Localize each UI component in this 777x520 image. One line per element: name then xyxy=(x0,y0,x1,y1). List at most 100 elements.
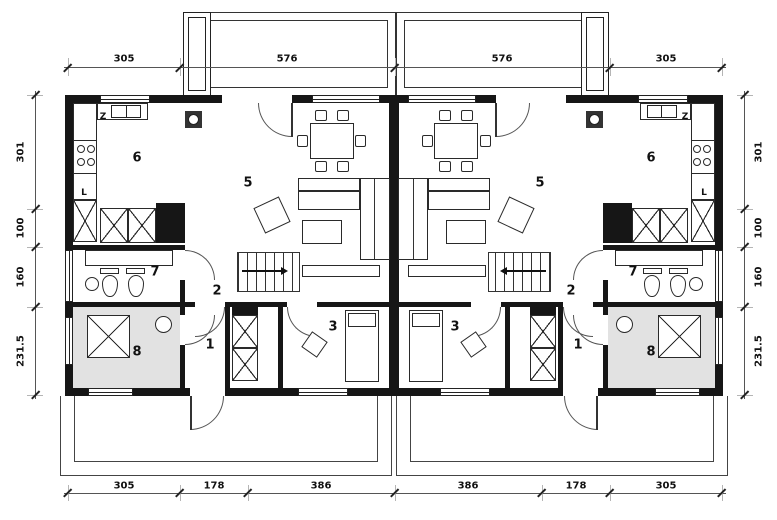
wall-room1-right xyxy=(558,307,563,388)
stairs xyxy=(237,252,300,292)
extension-line xyxy=(180,485,181,501)
room-label-8: 8 xyxy=(132,344,142,360)
pouf xyxy=(460,331,487,358)
terrace-left-outline xyxy=(60,396,392,476)
room-label-5: 5 xyxy=(243,175,253,191)
dim-label-bottom-1: 305 xyxy=(111,480,137,492)
chair xyxy=(422,135,433,147)
bath-door-arc xyxy=(185,250,215,280)
sofa-back xyxy=(428,178,490,191)
coffee-table xyxy=(302,220,342,244)
room-label-7: 7 xyxy=(628,264,638,280)
dim-label-top-2: 576 xyxy=(274,53,300,65)
room-label-7: 7 xyxy=(150,264,160,280)
entry-door-leaf xyxy=(190,396,192,430)
bidet-tank xyxy=(643,268,662,274)
stairs xyxy=(488,252,551,292)
dim-label-right-4: 231.5 xyxy=(753,333,765,369)
room8-window xyxy=(655,388,700,396)
wall-hall-bottom-b xyxy=(225,302,287,307)
chair xyxy=(337,110,349,121)
chair xyxy=(439,161,451,172)
burner-icon xyxy=(703,158,711,166)
armchair xyxy=(253,196,291,234)
bath-window xyxy=(65,250,73,302)
room-label-1: 1 xyxy=(573,337,583,353)
dim-label-bottom-6: 305 xyxy=(653,480,679,492)
sofa-corner xyxy=(360,178,390,260)
room8-basin-icon xyxy=(155,316,172,333)
wall-bath-room8-divider xyxy=(65,302,185,307)
bath-sink-icon xyxy=(689,277,703,291)
bidet-tank xyxy=(126,268,145,274)
sink-label: Z xyxy=(681,112,689,122)
dim-label-right-1: 301 xyxy=(753,139,765,165)
toilet-icon xyxy=(670,275,686,297)
bath-vanity xyxy=(85,250,173,266)
extension-line xyxy=(248,485,249,501)
stairs-direction-arrow xyxy=(242,270,286,272)
terrace-door-arc xyxy=(258,103,292,137)
room1-door-arc xyxy=(195,307,225,337)
kitchen-sink xyxy=(111,105,141,118)
wall-hall-bottom-c xyxy=(394,302,471,307)
terrace-door-leaf xyxy=(291,103,293,137)
room-label-2: 2 xyxy=(566,283,576,299)
burner-icon xyxy=(87,145,95,153)
hall-closet xyxy=(100,208,128,243)
kitchen-window xyxy=(638,95,688,103)
wall-hall-bottom-a xyxy=(185,302,195,307)
stairs-direction-arrow xyxy=(502,270,546,272)
bed-pillow xyxy=(412,313,440,327)
kitchen-window xyxy=(100,95,150,103)
extension-line xyxy=(395,485,396,501)
wall-hall-vertical-c xyxy=(180,345,185,388)
extension-line xyxy=(737,307,753,308)
chair xyxy=(297,135,308,147)
toilet-icon xyxy=(102,275,118,297)
tall-cabinet xyxy=(691,200,715,242)
room-label-6: 6 xyxy=(646,150,656,166)
room-label-3: 3 xyxy=(328,319,338,335)
wall-room3-left xyxy=(278,307,283,388)
terrace-right-inner-line xyxy=(410,396,714,462)
chimney-block xyxy=(156,203,185,243)
terrace-door-opening xyxy=(496,95,566,103)
entry-door-leaf xyxy=(596,396,598,430)
burner-icon xyxy=(703,145,711,153)
dim-label-bottom-4: 386 xyxy=(455,480,481,492)
sofa-seat xyxy=(298,191,360,210)
dim-label-left-1: 301 xyxy=(15,139,27,165)
boiler-icon xyxy=(586,111,603,128)
toilet-tank xyxy=(669,268,688,274)
terrace-right-outline xyxy=(396,396,728,476)
chair xyxy=(315,110,327,121)
bidet-icon xyxy=(128,275,144,297)
pouf xyxy=(301,331,328,358)
terrace-window xyxy=(408,95,476,103)
wall-room1-right xyxy=(225,307,230,388)
counter-label: L xyxy=(81,188,87,198)
wall-room3-left xyxy=(505,307,510,388)
armchair xyxy=(497,196,535,234)
room8-side-window xyxy=(715,317,723,365)
hall-closet xyxy=(660,208,688,243)
sofa-seat xyxy=(428,191,490,210)
extension-line xyxy=(737,247,753,248)
wardrobe-wall-stub xyxy=(232,307,258,315)
sideboard xyxy=(302,265,380,277)
room8-side-window xyxy=(65,317,73,365)
boiler-icon xyxy=(185,111,202,128)
dim-label-top-1: 305 xyxy=(111,53,137,65)
hall-closet xyxy=(632,208,660,243)
dim-label-left-3: 160 xyxy=(15,264,27,290)
extension-line xyxy=(610,485,611,501)
hall-wardrobe xyxy=(530,315,556,348)
room-label-2: 2 xyxy=(212,283,222,299)
burner-icon xyxy=(77,158,85,166)
chair xyxy=(461,110,473,121)
burner-icon xyxy=(693,145,701,153)
entry-door-opening xyxy=(563,388,598,396)
tall-cabinet xyxy=(73,200,97,242)
